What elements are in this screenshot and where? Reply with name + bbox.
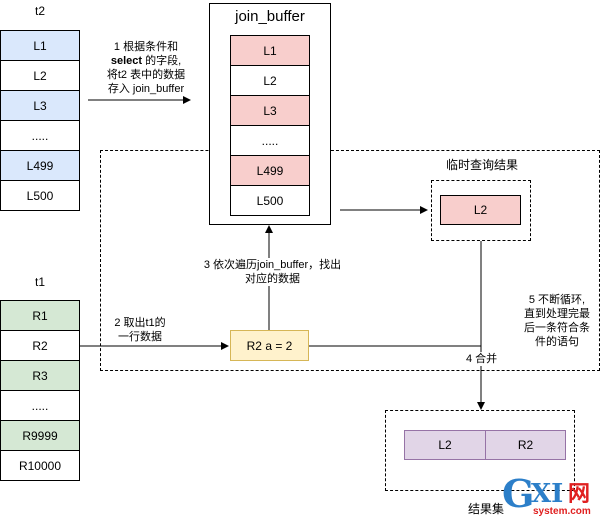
result-set-box <box>385 410 575 491</box>
join-buffer-title: join_buffer <box>235 8 305 25</box>
temp-result-value: L2 <box>440 195 521 225</box>
t1-label: t1 <box>35 275 46 289</box>
t2-row: L2 <box>0 60 80 91</box>
step2-label: 2 取出t1的 一行数据 <box>114 317 166 343</box>
join-buffer-row: ..... <box>230 125 310 156</box>
join-buffer-row: L500 <box>230 185 310 216</box>
loop-region <box>100 150 600 371</box>
join-buffer-row: L2 <box>230 65 310 96</box>
t2-row: L1 <box>0 30 80 61</box>
t2-row: ..... <box>0 120 80 151</box>
result-right-cell: R2 <box>485 430 566 460</box>
step4-label: 4 合并 <box>466 352 498 366</box>
result-left-cell: L2 <box>404 430 486 460</box>
temp-result-title: 临时查询结果 <box>446 158 519 172</box>
watermark-g: G <box>502 471 535 516</box>
step1-label: 1 根据条件和 select 的字段, 将t2 表中的数据 存入 join_bu… <box>106 41 186 95</box>
join-buffer-row: L1 <box>230 35 310 66</box>
result-set-title: 结果集 <box>468 502 505 516</box>
step5-label: 5 不断循环, 直到处理完最 后一条符合条 件的语句 <box>524 294 590 348</box>
watermark-wang: 网 <box>568 481 591 506</box>
join-buffer-row: L499 <box>230 155 310 186</box>
condition-box: R2 a = 2 <box>230 330 309 361</box>
t1-row: R3 <box>0 360 80 391</box>
t2-row: L499 <box>0 150 80 181</box>
watermark-domain: system.com <box>533 506 591 517</box>
t2-label: t2 <box>35 4 46 18</box>
t1-row: R1 <box>0 300 80 331</box>
t1-row: ..... <box>0 390 80 421</box>
join-buffer-row: L3 <box>230 95 310 126</box>
watermark-xi: XI <box>531 479 564 509</box>
t1-row: R10000 <box>0 450 80 481</box>
t1-row: R9999 <box>0 420 80 451</box>
t2-row: L3 <box>0 90 80 121</box>
t1-row: R2 <box>0 330 80 361</box>
step3-label: 3 依次遍历join_buffer，找出 对应的数据 <box>190 258 355 286</box>
t2-row: L500 <box>0 180 80 211</box>
